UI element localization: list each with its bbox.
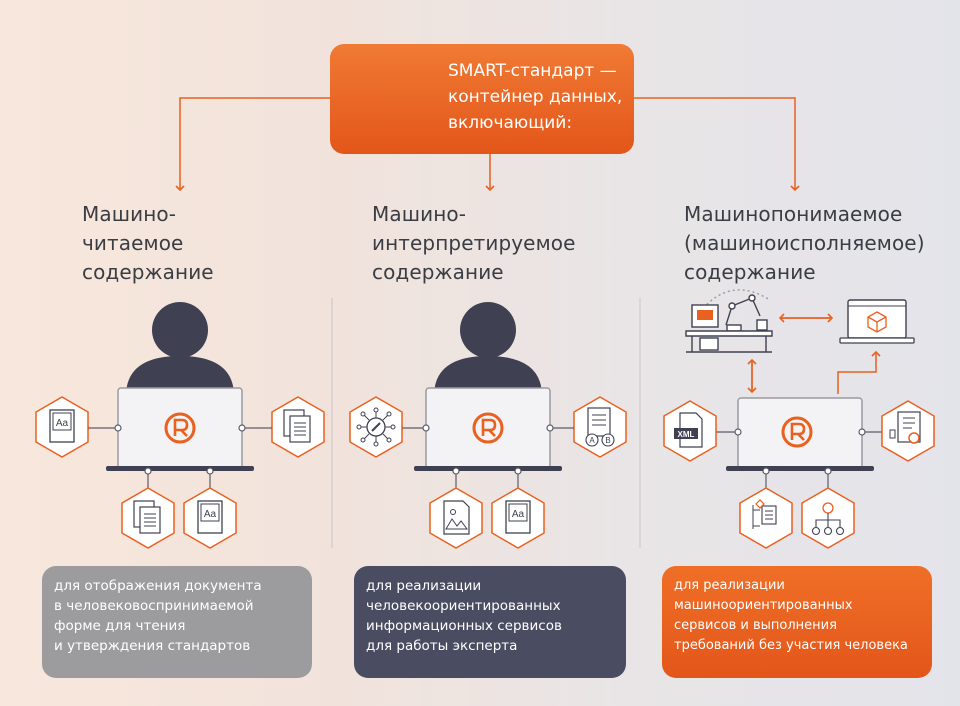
xml-file-icon: XML xyxy=(663,400,717,462)
description-line: человекоориентированных xyxy=(366,598,561,614)
svg-text:Aa: Aa xyxy=(56,418,69,429)
title-line: Машинопонимаемое xyxy=(684,202,903,226)
column-title-machine-understandable: Машинопонимаемое (машиноисполняемое) сод… xyxy=(684,200,925,287)
laptop-3d-icon xyxy=(839,299,915,344)
description-line: форме для чтения xyxy=(54,618,186,634)
header-line: SMART-стандарт — xyxy=(448,61,617,81)
column-title-machine-readable: Машино- читаемое содержание xyxy=(82,200,214,287)
robot-arm-icon xyxy=(685,289,773,353)
person-figure xyxy=(126,302,234,396)
description-box-understandable: для реализации машиноориентированных сер… xyxy=(662,566,932,678)
title-line: Машино- xyxy=(82,202,177,226)
description-line: информационных сервисов xyxy=(366,618,562,634)
description-box-interpretable: для реализации человекоориентированных и… xyxy=(354,566,626,678)
document-font-icon: Aa xyxy=(491,487,545,549)
documents-icon xyxy=(271,396,325,458)
top-connectors xyxy=(175,97,800,192)
checklist-ab-icon: A B xyxy=(573,396,627,458)
document-font-icon: Aa xyxy=(35,396,89,458)
description-line: для реализации xyxy=(674,578,785,593)
network-link-icon xyxy=(349,396,403,458)
svg-text:Aa: Aa xyxy=(512,509,525,520)
header-line: контейнер данных, xyxy=(448,87,623,107)
registered-icon xyxy=(781,416,813,448)
image-document-icon xyxy=(429,487,483,549)
flow-document-icon xyxy=(739,487,793,549)
settings-document-icon xyxy=(881,400,935,462)
label-a: A xyxy=(589,436,595,445)
description-line: требований без участия человека xyxy=(674,638,908,653)
description-box-readable: для отображения документа в человековосп… xyxy=(42,566,312,678)
registered-icon xyxy=(472,412,504,444)
description-line: для отображения документа xyxy=(54,578,262,594)
documents-icon xyxy=(121,487,175,549)
column-title-machine-interpretable: Машино- интерпретируемое содержание xyxy=(372,200,576,287)
xml-label: XML xyxy=(678,430,695,439)
description-line: сервисов и выполнения xyxy=(674,618,837,633)
title-line: читаемое xyxy=(82,231,184,255)
header-card xyxy=(330,44,634,154)
label-b: B xyxy=(605,436,610,445)
document-font-icon: Aa xyxy=(183,487,237,549)
title-line: содержание xyxy=(372,260,504,284)
registered-icon xyxy=(164,412,196,444)
description-line: для работы эксперта xyxy=(366,638,518,654)
title-line: Машино- xyxy=(372,202,467,226)
description-line: машиноориентированных xyxy=(674,598,853,613)
description-line: для реализации xyxy=(366,578,482,594)
title-line: интерпретируемое xyxy=(372,231,576,255)
hierarchy-icon xyxy=(801,487,855,549)
title-line: содержание xyxy=(82,260,214,284)
title-line: содержание xyxy=(684,260,816,284)
title-line: (машиноисполняемое) xyxy=(684,231,925,255)
header-text: SMART-стандарт — контейнер данных, включ… xyxy=(448,58,622,136)
description-line: и утверждения стандартов xyxy=(54,638,251,654)
svg-text:Aa: Aa xyxy=(204,509,217,520)
description-line: в человековоспринимаемой xyxy=(54,598,254,614)
header-line: включающий: xyxy=(448,113,573,133)
machine-arrows xyxy=(747,313,881,394)
person-figure xyxy=(434,302,542,396)
